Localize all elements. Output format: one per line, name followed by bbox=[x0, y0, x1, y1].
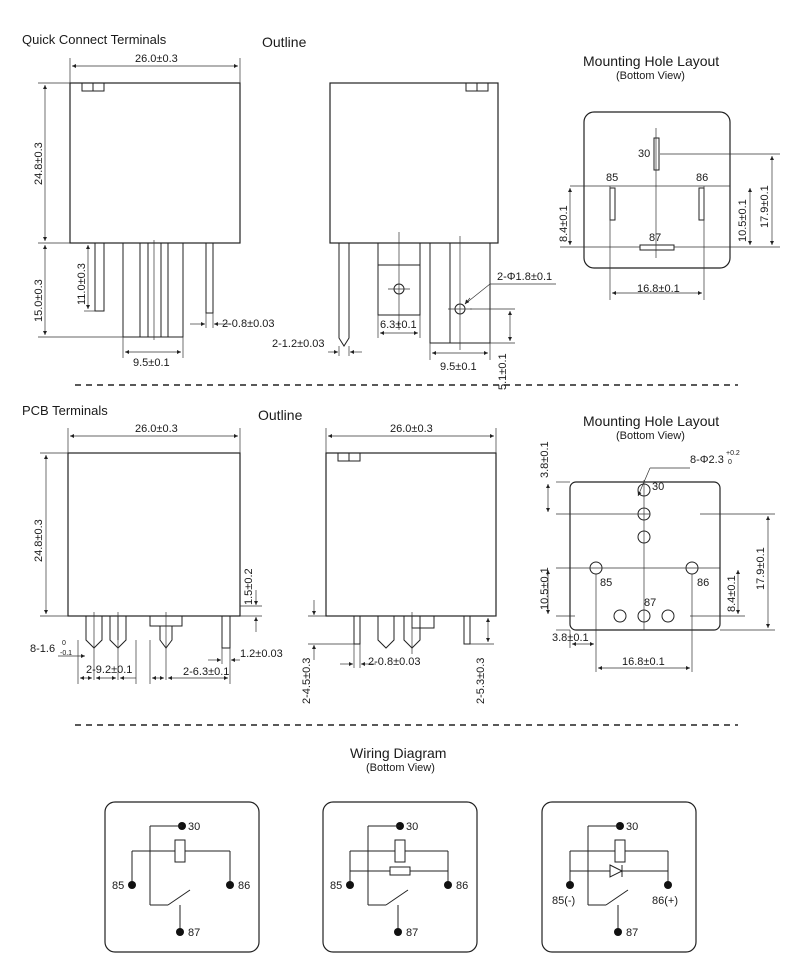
pcb-mh-pin85: 85 bbox=[600, 577, 612, 589]
qc-mh-87-label: 10.5±0.1 bbox=[737, 199, 749, 242]
pcb-pin-len2-label: 2-5.3±0.3 bbox=[475, 658, 487, 704]
qc-mounting-layout: 30 85 86 87 16.8±0.1 8.4±0.1 10.5±0.1 17… bbox=[558, 111, 780, 300]
qc-width-label: 26.0±0.3 bbox=[135, 53, 178, 65]
qc-pitch2-label: 9.5±0.1 bbox=[440, 361, 477, 373]
pcb-height-label: 24.8±0.3 bbox=[33, 519, 45, 562]
pcb-mh-pin87: 87 bbox=[644, 597, 656, 609]
wd3-pin30: 30 bbox=[626, 821, 638, 833]
wd2-pin30: 30 bbox=[406, 821, 418, 833]
pcb-front-body bbox=[67, 452, 241, 617]
pcb-pin-width-tol-upper: 0 bbox=[62, 640, 66, 647]
qc-side-view: 2-Φ1.8±0.1 6.3±0.1 9.5±0.1 2-1.2±0.03 5.… bbox=[272, 82, 556, 390]
qc-mounting-title: Mounting Hole Layout bbox=[583, 53, 720, 69]
wd2-pin87: 87 bbox=[406, 927, 418, 939]
pcb-pin-thk-label: 1.2±0.03 bbox=[240, 648, 283, 660]
pcb-side-view: 26.0±0.3 2-4.5±0.3 2-0.8±0.03 2-5.3±0.3 bbox=[301, 423, 497, 704]
pcb-v1-label: 10.5±0.1 bbox=[539, 567, 551, 610]
qc-mh-pin87: 87 bbox=[649, 232, 661, 244]
pcb-v3-label: 8.4±0.1 bbox=[726, 575, 738, 612]
wd1-pin87: 87 bbox=[188, 927, 200, 939]
pcb-mounting-title: Mounting Hole Layout bbox=[583, 413, 720, 429]
qc-outline-title: Outline bbox=[262, 34, 307, 50]
quick-connect-heading: Quick Connect Terminals bbox=[22, 32, 167, 47]
qc-front-body bbox=[69, 82, 241, 244]
pcb-h-span-label: 16.8±0.1 bbox=[622, 656, 665, 668]
pcb-heading: PCB Terminals bbox=[22, 403, 108, 418]
wd1-pin86: 86 bbox=[238, 880, 250, 892]
pcb-pitch1-label: 2-9.2±0.1 bbox=[86, 664, 132, 676]
wiring-subtitle: (Bottom View) bbox=[366, 762, 435, 774]
wd1-pin85: 85 bbox=[112, 880, 124, 892]
pcb-h-off-label: 3.8±0.1 bbox=[552, 632, 589, 644]
qc-side-thickness-label: 2-1.2±0.03 bbox=[272, 338, 325, 350]
qc-hole-label: 2-Φ1.8±0.1 bbox=[497, 271, 552, 283]
qc-height-label: 24.8±0.3 bbox=[33, 142, 45, 185]
pcb-pin-len1-label: 2-4.5±0.3 bbox=[301, 658, 313, 704]
qc-side-body bbox=[329, 82, 499, 244]
wiring-title: Wiring Diagram bbox=[350, 745, 447, 761]
wd1-pin30: 30 bbox=[188, 821, 200, 833]
pcb-pin-thk2-label: 2-0.8±0.03 bbox=[368, 656, 421, 668]
wd2-pin86: 86 bbox=[456, 880, 468, 892]
pcb-mounting-subtitle: (Bottom View) bbox=[616, 430, 685, 442]
pcb-hole-label: 8-Φ2.3 bbox=[690, 454, 724, 466]
pcb-pin-width-tol-lower: -0.1 bbox=[60, 650, 72, 657]
pcb-hole-tol-upper: +0.2 bbox=[726, 450, 740, 457]
wd3-pin85: 85(-) bbox=[552, 895, 575, 907]
qc-front-view: 26.0±0.3 24.8±0.3 15.0±0.3 11.0±0.3 9.5±… bbox=[33, 53, 275, 369]
qc-hole-pos-label: 5.1±0.1 bbox=[497, 353, 509, 390]
pcb-hole-87a bbox=[613, 609, 627, 623]
pcb-mounting-layout: 30 85 86 87 8-Φ2.3 +0.2 0 3.8±0.1 10.5±0… bbox=[539, 441, 775, 672]
qc-mounting-subtitle: (Bottom View) bbox=[616, 70, 685, 82]
qc-mh-30-label: 17.9±0.1 bbox=[759, 185, 771, 228]
qc-mh-pin30: 30 bbox=[638, 148, 650, 160]
pcb-outline-title: Outline bbox=[258, 407, 303, 423]
pcb-mounting-outline bbox=[569, 481, 721, 631]
qc-mh-pin85: 85 bbox=[606, 172, 618, 184]
wiring-diagram-diode: 30 85(-) 86(+) 87 bbox=[541, 801, 697, 953]
wd3-pin87: 87 bbox=[626, 927, 638, 939]
wiring-diagram-basic: 30 85 86 87 bbox=[104, 801, 260, 953]
qc-pitch-label: 9.5±0.1 bbox=[133, 357, 170, 369]
pcb-side-width-label: 26.0±0.3 bbox=[390, 423, 433, 435]
wiring-diagram-resistor: 30 85 86 87 bbox=[322, 801, 478, 953]
wd3-pin86: 86(+) bbox=[652, 895, 678, 907]
qc-tab-width-label: 6.3±0.1 bbox=[380, 319, 417, 331]
pcb-width-label: 26.0±0.3 bbox=[135, 423, 178, 435]
pcb-mh-pin30: 30 bbox=[652, 481, 664, 493]
qc-pin-thickness-label: 2-0.8±0.03 bbox=[222, 318, 275, 330]
pcb-top-off-label: 3.8±0.1 bbox=[539, 441, 551, 478]
pcb-hole-tol-lower: 0 bbox=[728, 459, 732, 466]
qc-pin-length-label: 15.0±0.3 bbox=[33, 279, 45, 322]
qc-mh-width-label: 16.8±0.1 bbox=[637, 283, 680, 295]
pcb-pin-width-label: 8-1.6 bbox=[30, 643, 55, 655]
pcb-pitch2-label: 2-6.3±0.1 bbox=[183, 666, 229, 678]
pcb-hole-87b bbox=[661, 609, 675, 623]
pcb-standoff-label: 1.5±0.2 bbox=[243, 568, 255, 605]
pcb-v2-label: 17.9±0.1 bbox=[755, 547, 767, 590]
wd2-pin85: 85 bbox=[330, 880, 342, 892]
qc-mh-pin86: 86 bbox=[696, 172, 708, 184]
qc-pin-short-label: 11.0±0.3 bbox=[76, 263, 88, 305]
qc-mounting-outline bbox=[583, 111, 731, 269]
qc-mh-85-label: 8.4±0.1 bbox=[558, 205, 570, 242]
pcb-front-view: 26.0±0.3 24.8±0.3 1.5±0.2 8-1.6 0 -0.1 2… bbox=[30, 423, 283, 684]
pcb-mh-pin86: 86 bbox=[697, 577, 709, 589]
pcb-side-body bbox=[325, 452, 497, 617]
